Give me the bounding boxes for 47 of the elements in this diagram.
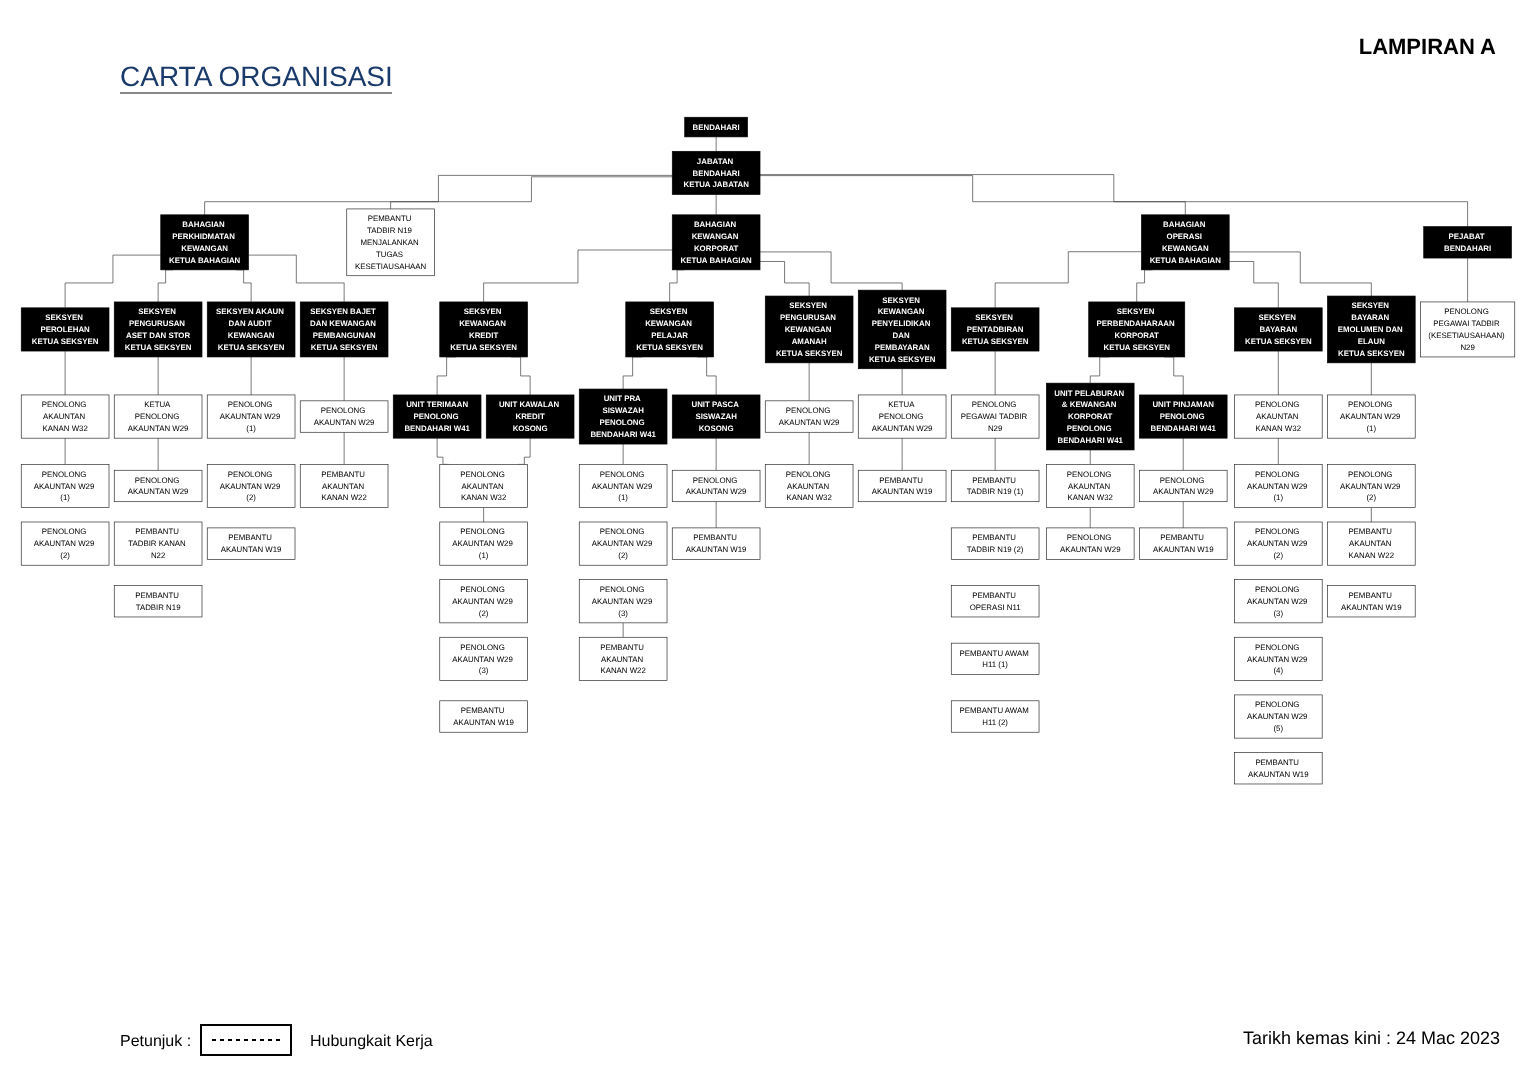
update-date: Tarikh kemas kini : 24 Mac 2023 [1242,1028,1500,1048]
connector [1467,257,1468,303]
connector [483,249,673,303]
connector [1371,362,1372,396]
connector [343,356,345,402]
connector [157,356,159,396]
connector [759,251,903,291]
connector [759,174,1468,227]
connector [1089,507,1091,529]
connector [1278,350,1279,396]
connector [157,437,159,471]
connector [1371,507,1372,523]
appendix-label: LAMPIRAN A [1358,36,1496,60]
connector [248,254,345,303]
connector [64,437,66,465]
connector [715,437,717,471]
connector [1228,251,1372,297]
connector [994,251,1142,309]
connector [901,437,903,471]
connector [622,622,624,638]
connector [1089,449,1091,465]
connector [994,350,996,396]
legend-label: Hubungkait Kerja [310,1032,433,1050]
connector [759,175,1186,216]
connector [64,254,162,309]
connector [715,136,717,152]
connector [1182,501,1184,529]
connector [715,194,717,216]
connector [204,175,673,216]
connector [759,261,810,297]
connector [250,356,252,396]
connector [1228,261,1279,309]
connector [64,350,66,396]
connector [901,368,903,396]
connector [1278,437,1279,465]
connector [994,437,996,471]
connector [483,507,484,523]
connector [436,437,450,465]
connector [343,431,345,465]
chart-title: CARTA ORGANISASI [120,60,393,94]
connector [715,501,717,529]
connector [1182,437,1184,471]
connector [808,431,810,465]
connector [390,176,673,210]
connector [622,443,624,465]
legend-heading: Petunjuk : [120,1032,192,1050]
connector [808,362,810,402]
